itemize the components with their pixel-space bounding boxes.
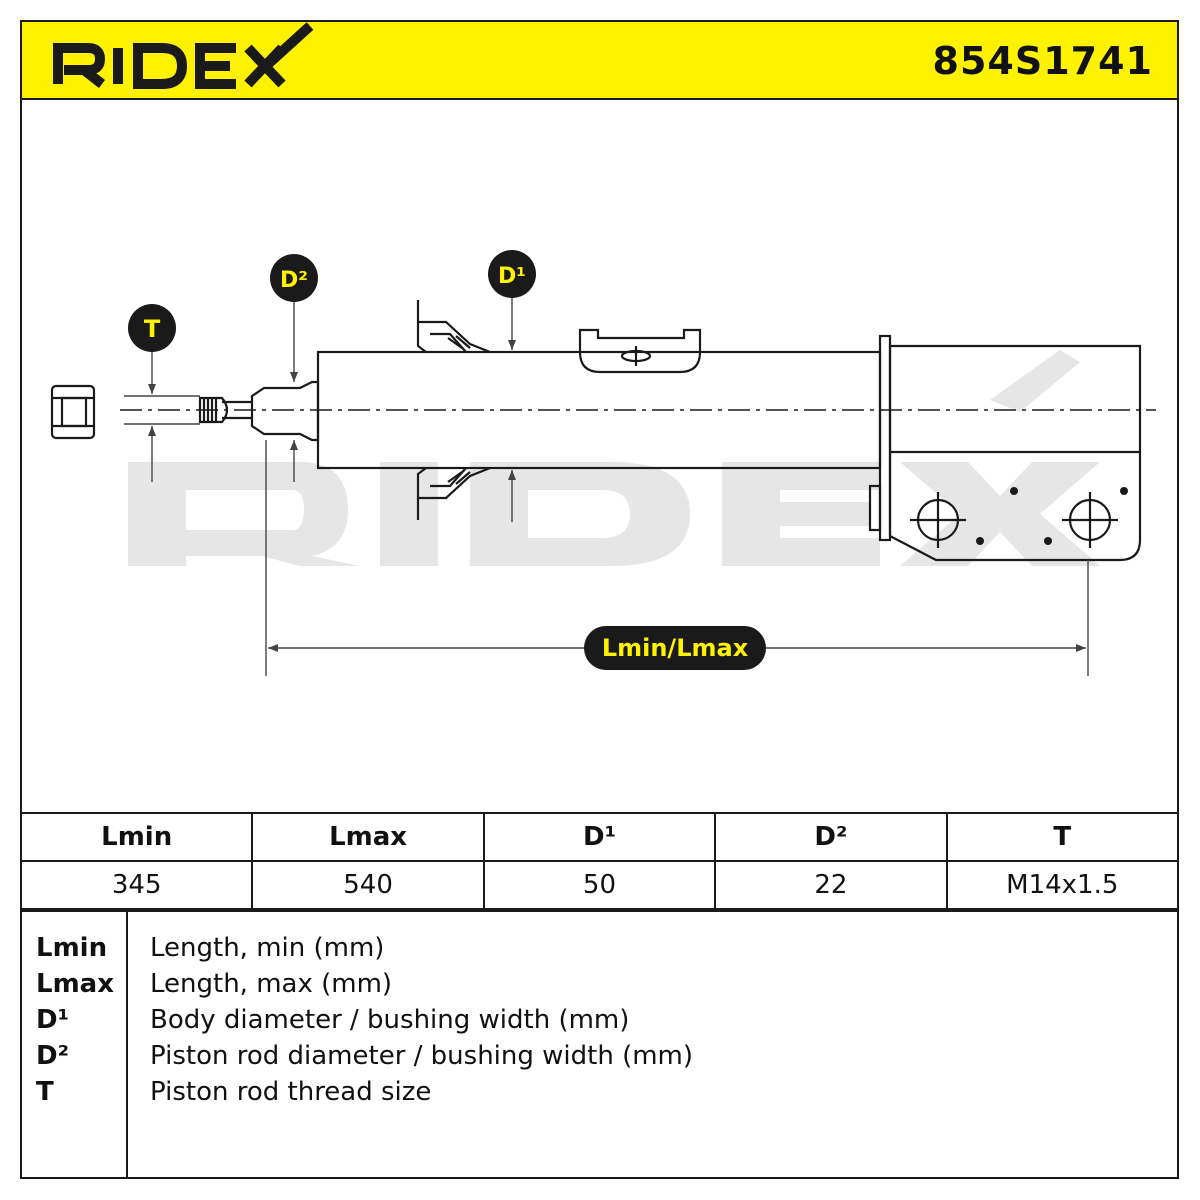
nut	[50, 384, 96, 440]
legend-desc: Length, min (mm)	[150, 933, 385, 963]
legend-key: Lmax	[36, 969, 114, 999]
svg-text:D¹: D¹	[498, 264, 526, 289]
legend-key: T	[36, 1077, 54, 1107]
header-t: T	[945, 812, 1180, 862]
svg-text:T: T	[144, 315, 161, 343]
spec-header-row: Lmin Lmax D¹ D² T	[19, 812, 1180, 862]
legend-key: D²	[36, 1041, 69, 1071]
ridex-watermark	[128, 350, 1100, 566]
legend-key: Lmin	[36, 933, 108, 963]
value-d1: 50	[482, 860, 717, 910]
callout-t: T	[128, 304, 176, 352]
callout-length: Lmin/Lmax	[584, 626, 766, 670]
value-lmax: 540	[251, 860, 485, 910]
legend-keys: Lmin Lmax D¹ D² T	[22, 912, 128, 1177]
knuckle-bracket	[868, 334, 1142, 562]
bolt-dots	[976, 487, 1128, 545]
callout-d1: D¹	[488, 250, 536, 298]
part-number: 854S1741	[932, 39, 1153, 83]
legend-key: D¹	[36, 1005, 69, 1035]
svg-text:D²: D²	[280, 268, 308, 293]
legend-desc: Piston rod diameter / bushing width (mm)	[150, 1041, 694, 1071]
header-lmax: Lmax	[251, 812, 485, 862]
spec-value-row: 345 540 50 22 M14x1.5	[19, 860, 1180, 910]
header-d1: D¹	[482, 812, 717, 862]
callout-d2: D²	[270, 254, 318, 302]
svg-text:Lmin/Lmax: Lmin/Lmax	[602, 634, 749, 662]
piston-rod	[198, 380, 320, 442]
legend: Lmin Lmax D¹ D² T Length, min (mm) Lengt…	[20, 910, 1179, 1179]
legend-desc: Body diameter / bushing width (mm)	[150, 1005, 630, 1035]
header-bar: 854S1741	[20, 20, 1179, 100]
legend-descriptions: Length, min (mm) Length, max (mm) Body d…	[150, 912, 693, 1110]
value-d2: 22	[714, 860, 948, 910]
legend-desc: Piston rod thread size	[150, 1077, 432, 1107]
value-lmin: 345	[19, 860, 254, 910]
brand-logo	[53, 22, 314, 89]
spec-table: Lmin Lmax D¹ D² T 345 540 50 22 M14x1.5	[19, 812, 1180, 910]
value-t: M14x1.5	[945, 860, 1180, 910]
legend-desc: Length, max (mm)	[150, 969, 393, 999]
header-lmin: Lmin	[19, 812, 254, 862]
header-d2: D²	[714, 812, 948, 862]
shock-absorber-drawing: T D² D¹ Lmin/Lmax	[50, 250, 1156, 676]
